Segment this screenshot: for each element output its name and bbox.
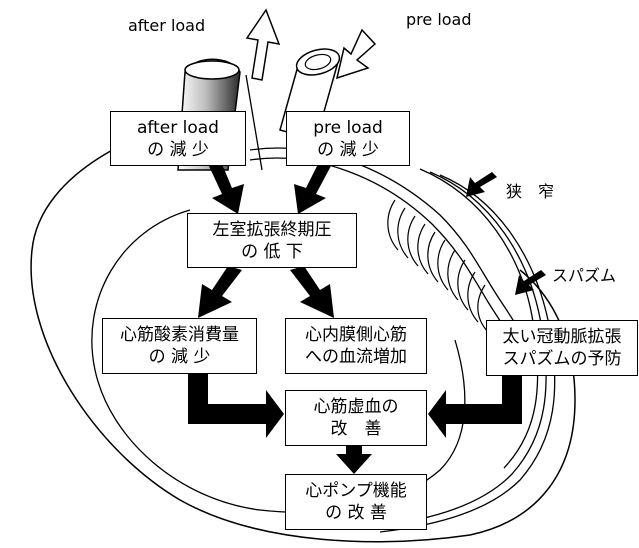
coronary-dilation-box: 太い冠動脈拡張 スパズムの予防	[486, 320, 638, 376]
box-line: 太い冠動脈拡張	[502, 327, 622, 347]
box-line: の 減 少	[147, 139, 209, 160]
box-line: 改 善	[330, 419, 382, 439]
box-line: 心ポンプ機能	[305, 481, 407, 501]
box-line: の 減 少	[317, 139, 379, 160]
box-line: の 減 少	[148, 347, 211, 367]
myocardial-o2-reduction-box: 心筋酸素消費量 の 減 少	[102, 318, 257, 374]
spasm-pointer-icon	[515, 270, 546, 295]
vessel-opening-inner	[304, 53, 332, 71]
lvedp-decrease-box: 左室拡張終期圧 の 低 下	[187, 213, 357, 268]
box-line: 心筋酸素消費量	[120, 325, 239, 345]
box-line: 心内膜側心筋	[305, 325, 407, 345]
heart-wall-line	[419, 168, 539, 469]
box-line: の 低 下	[241, 241, 303, 262]
flow-arrow	[208, 164, 244, 214]
flow-arrow	[428, 374, 522, 438]
ischemia-improvement-box: 心筋虚血の 改 善	[285, 390, 427, 446]
pre-load-arrow	[335, 28, 377, 80]
endocardial-flow-increase-box: 心内膜側心筋 への血流増加	[285, 318, 427, 374]
flow-arrow	[188, 374, 284, 438]
muscle-striations	[387, 199, 489, 333]
heart-wall-line	[371, 171, 547, 528]
box-line: スパズムの予防	[502, 349, 622, 369]
flow-arrow	[290, 266, 334, 318]
pre-load-label: pre load	[406, 10, 472, 29]
box-line: pre load	[313, 117, 383, 138]
box-line: の 改 善	[325, 503, 387, 523]
flow-arrow	[294, 164, 332, 214]
box-line: after load	[137, 117, 219, 138]
stenosis-label: 狭 窄	[506, 182, 555, 201]
box-line: 左室拡張終期圧	[212, 219, 332, 240]
aorta-opening	[184, 60, 240, 80]
flow-arrow	[198, 266, 242, 318]
aorta-outer-wall	[245, 74, 263, 171]
after-load-arrow	[245, 8, 281, 81]
after-load-label: after load	[128, 16, 206, 35]
pump-improvement-box: 心ポンプ機能 の 改 善	[285, 474, 427, 530]
box-line: 心筋虚血の	[313, 397, 399, 417]
heart-wall-line	[379, 174, 556, 533]
box-line: への血流増加	[305, 347, 407, 367]
spasm-label: スパズム	[552, 266, 617, 285]
ventricle-inner-outline	[91, 209, 466, 513]
heart-outer-outline	[30, 117, 576, 543]
flow-arrow	[336, 444, 372, 474]
stenosis-pointer-icon	[466, 172, 497, 197]
pre-load-reduction-box: pre load の 減 少	[286, 111, 410, 166]
after-load-reduction-box: after load の 減 少	[110, 111, 246, 166]
